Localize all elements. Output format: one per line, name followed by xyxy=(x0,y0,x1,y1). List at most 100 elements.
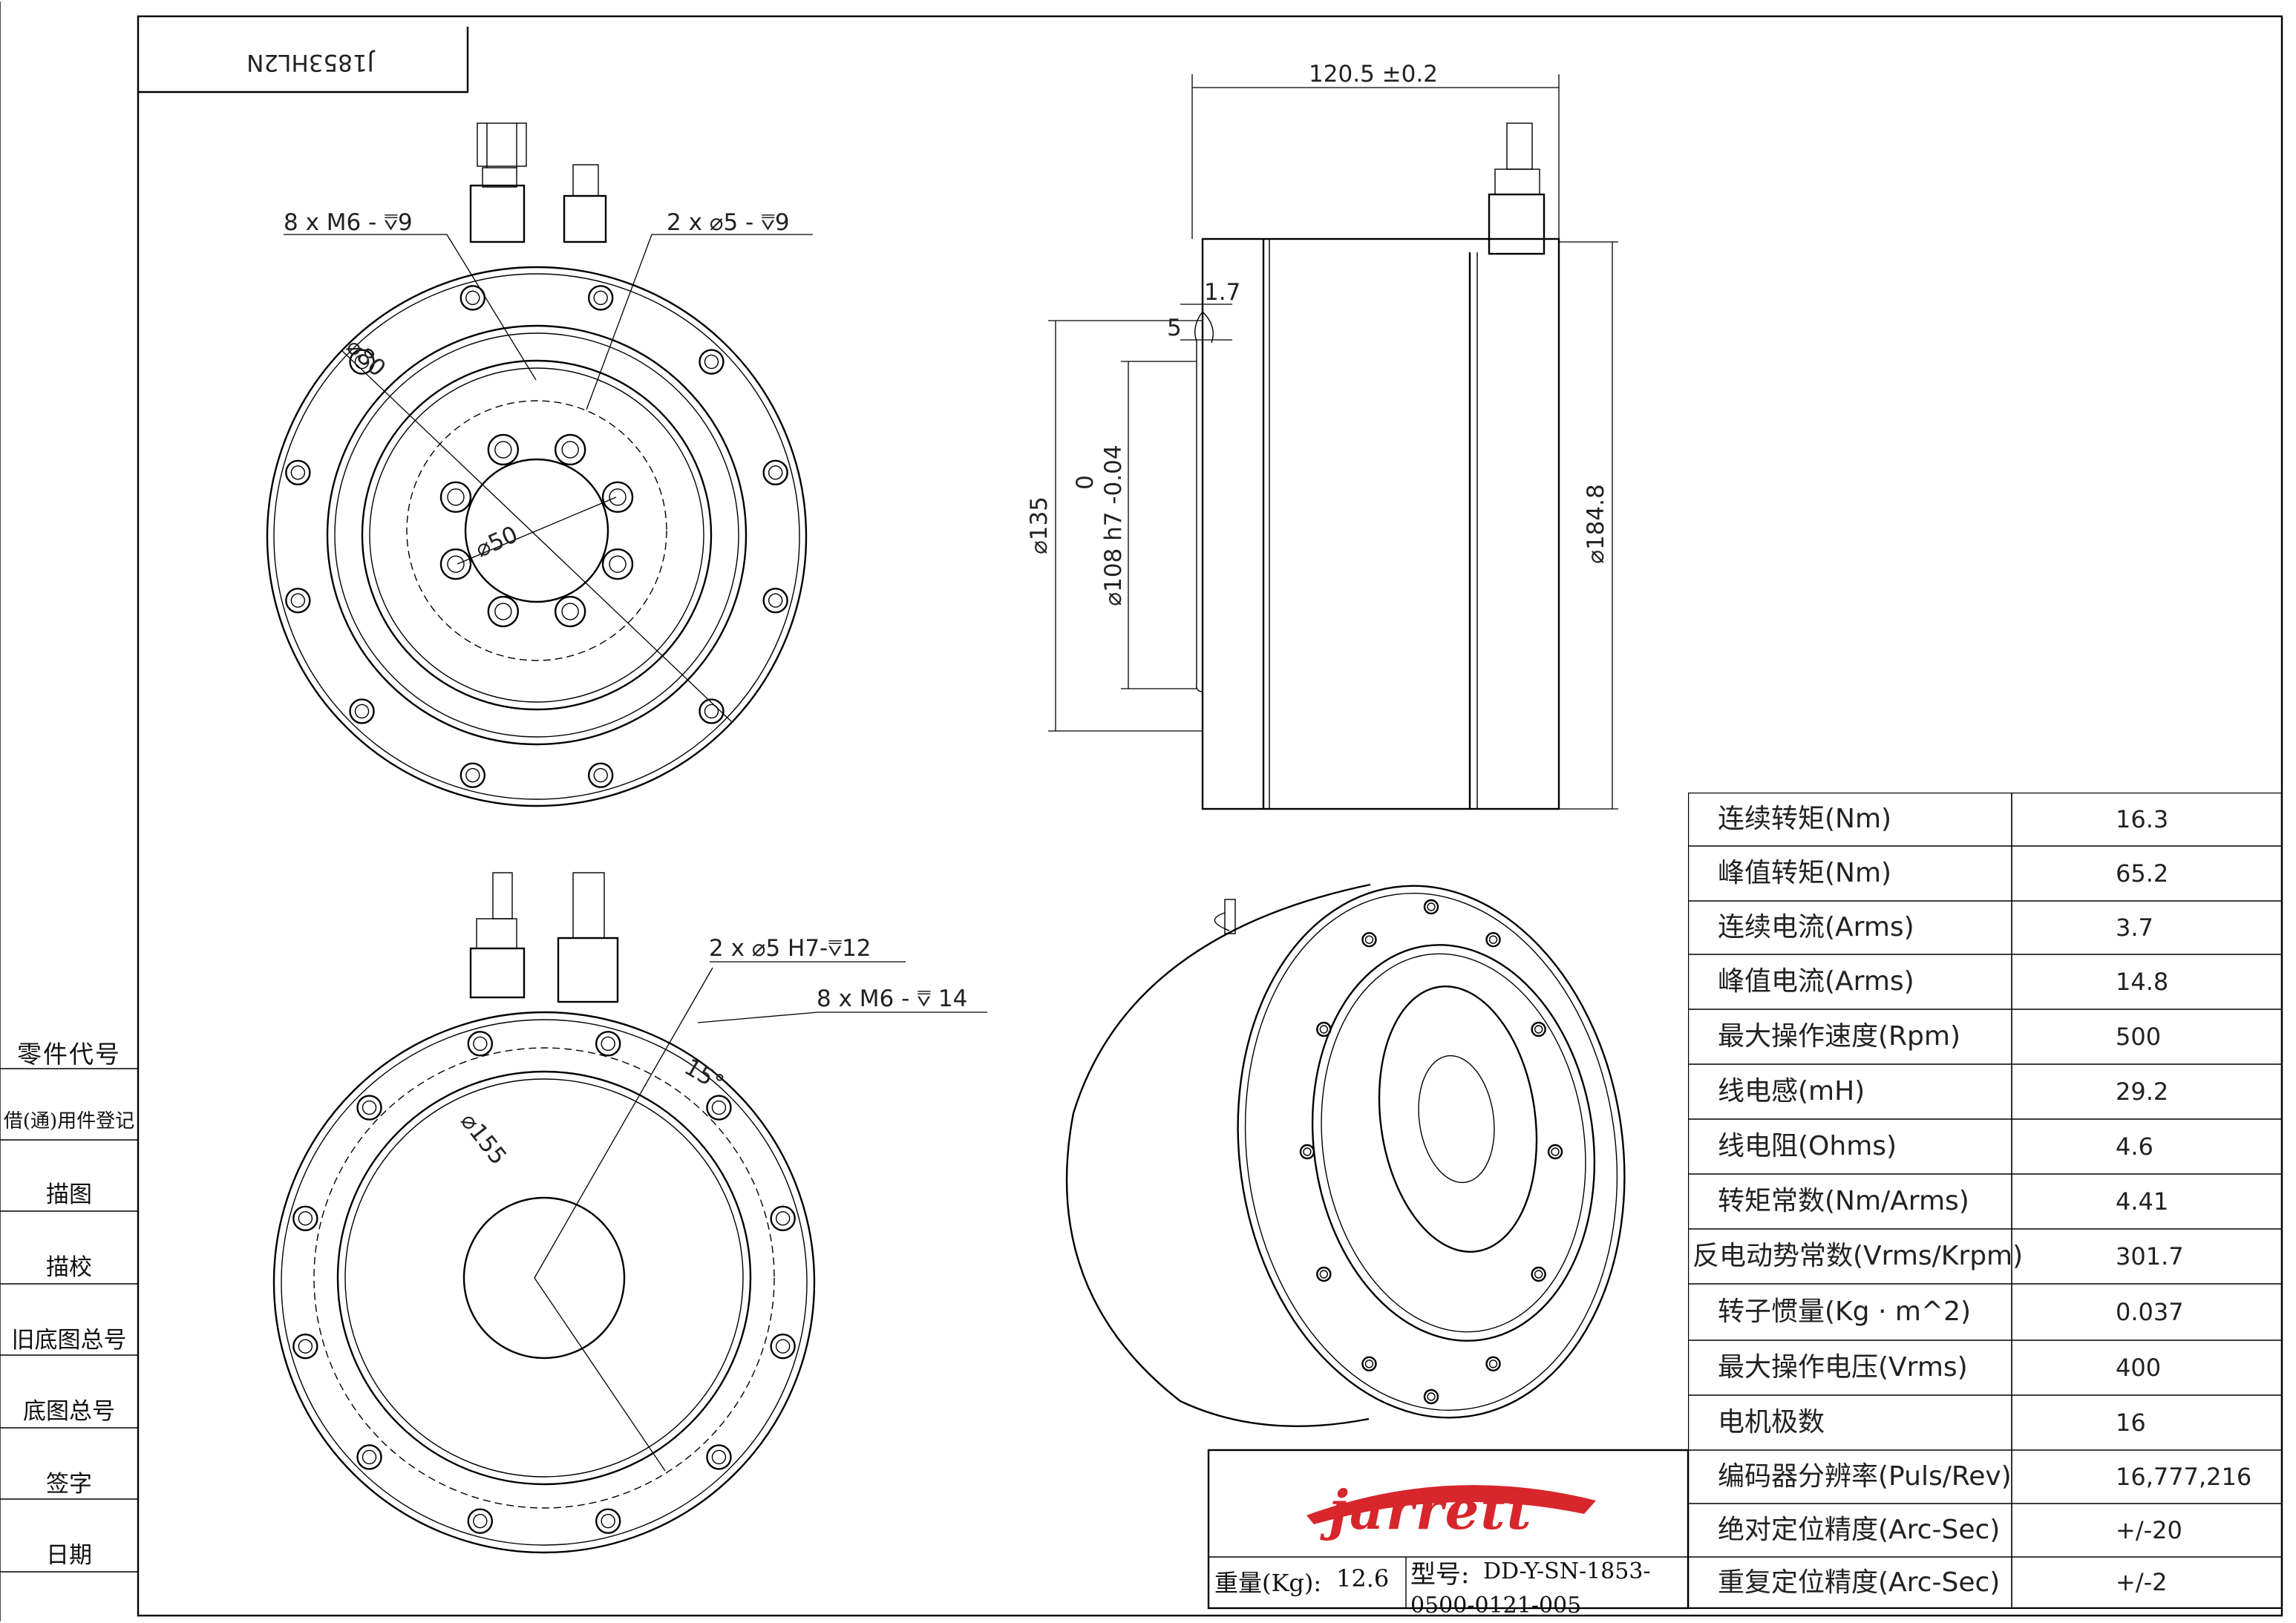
spec-value: 4.41 xyxy=(2116,1187,2169,1216)
bolt-hole xyxy=(595,1031,621,1057)
spec-name: 反电动势常数(Vrms/Krpm) xyxy=(1692,1241,2024,1271)
logo-swoosh xyxy=(1306,1485,1596,1524)
bolt-hole-inner xyxy=(298,1339,313,1354)
bolt-hole-inner xyxy=(561,603,579,620)
bolt-hole xyxy=(1361,1356,1377,1371)
bolt-hole xyxy=(459,285,486,311)
bolt-hole-inner xyxy=(447,555,465,573)
bolt-hole xyxy=(1531,1021,1546,1037)
bolt-hole xyxy=(770,1333,796,1360)
spec-value: 29.2 xyxy=(2116,1078,2169,1106)
bolt-hole xyxy=(770,1205,796,1232)
bolt-hole xyxy=(1485,1356,1501,1371)
bolt-hole xyxy=(601,548,634,580)
bolt-hole xyxy=(1423,899,1439,915)
part-code-box xyxy=(138,27,469,94)
model-label: 型号: xyxy=(1410,1560,1470,1590)
bolt-hole-inner xyxy=(601,1036,615,1052)
dim-d108: ⌀108 h7 -0.04 xyxy=(1100,445,1127,606)
spec-value: 14.8 xyxy=(2116,968,2169,996)
bolt-hole-inner xyxy=(775,1339,791,1354)
bolt-hole xyxy=(487,433,520,466)
spec-value: 0.037 xyxy=(2116,1298,2184,1326)
bolt-hole-inner xyxy=(362,1100,377,1115)
sidebar-old-base-number: 旧底图总号 xyxy=(11,1327,127,1354)
bolt-hole-inner xyxy=(290,593,306,608)
callout-m6-14: 8 x M6 - ⩢ 14 xyxy=(817,986,967,1012)
dim-d50: ⌀50 xyxy=(471,521,522,563)
bolt-hole-inner xyxy=(609,555,627,573)
bolt-hole xyxy=(1316,1266,1332,1282)
dim-1-7: 1.7 xyxy=(1204,279,1240,306)
bolt-hole-inner xyxy=(354,354,370,370)
sidebar-trace-check: 描校 xyxy=(46,1254,92,1281)
sidebar-date: 日期 xyxy=(46,1542,92,1569)
bolt-hole-inner xyxy=(362,1449,377,1465)
logo-text: jarrett xyxy=(1329,1478,1533,1541)
dim-length: 120.5 ±0.2 xyxy=(1309,61,1438,88)
bolt-hole xyxy=(706,1444,732,1470)
bolt-hole-inner xyxy=(447,488,465,506)
sidebar-base-number: 底图总号 xyxy=(23,1398,115,1425)
spec-name: 重复定位精度(Arc-Sec) xyxy=(1718,1567,2001,1598)
bolt-hole-inner xyxy=(704,354,719,370)
isometric-view xyxy=(1065,883,1626,1427)
bolt-hole-inner xyxy=(1427,1392,1436,1401)
spec-name: 峰值电流(Arms) xyxy=(1718,966,1914,997)
bolt-hole xyxy=(1361,932,1377,948)
bolt-hole xyxy=(459,762,486,788)
spec-name: 编码器分辨率(Puls/Rev) xyxy=(1718,1461,2012,1492)
sidebar-signature: 签字 xyxy=(46,1471,92,1498)
bolt-hole xyxy=(292,1205,318,1232)
spec-name: 电机极数 xyxy=(1718,1407,1825,1437)
sidebar-part-code: 零件代号 xyxy=(17,1040,121,1069)
bolt-hole xyxy=(1316,1021,1332,1037)
sidebar-tracing: 描图 xyxy=(46,1181,92,1208)
side-view: 120.5 ±0.2 ⌀135 ⌀108 h7 -0.04 0 ⌀184.8 1… xyxy=(1026,61,1618,810)
bolt-hole-inner xyxy=(1534,1270,1543,1279)
spec-value: 301.7 xyxy=(2116,1242,2184,1270)
bolt-hole-inner xyxy=(768,593,783,608)
spec-value: 3.7 xyxy=(2116,914,2153,942)
bolt-hole-inner xyxy=(1303,1147,1312,1156)
spec-value: 500 xyxy=(2116,1023,2162,1051)
bolt-hole-inner xyxy=(711,1100,727,1115)
spec-name: 连续电流(Arms) xyxy=(1718,912,1914,942)
spec-name: 转子惯量(Kg · m^2) xyxy=(1718,1296,1972,1327)
weight-label: 重量(Kg): xyxy=(1214,1569,1322,1597)
part-code: J1853HL2N xyxy=(246,49,376,76)
bolt-hole-inner xyxy=(1534,1025,1543,1034)
bolt-hole xyxy=(587,285,614,311)
model-value-line1: DD-Y-SN-1853- xyxy=(1483,1558,1651,1584)
bolt-hole xyxy=(285,587,311,614)
bolt-hole-inner xyxy=(473,1513,488,1529)
weight-value: 12.6 xyxy=(1336,1564,1390,1593)
bolt-hole xyxy=(595,1508,621,1534)
spec-value: 16,777,216 xyxy=(2116,1463,2252,1491)
bolt-hole-inner xyxy=(1488,935,1498,944)
bolt-hole-inner xyxy=(711,1449,727,1465)
front-view: 8 x M6 - ⩢9 2 x ⌀5 - ⩢9 ⌀80 ⌀50 xyxy=(266,122,813,807)
spec-value: 400 xyxy=(2116,1354,2162,1382)
spec-name: 线电感(mH) xyxy=(1718,1076,1865,1106)
bolt-hole-inner xyxy=(354,704,370,719)
bolt-hole xyxy=(1299,1144,1315,1160)
bolt-hole-inner xyxy=(494,603,512,620)
dim-d155: ⌀155 xyxy=(455,1108,511,1170)
bolt-hole xyxy=(699,698,725,724)
bolt-hole xyxy=(587,762,614,788)
spec-name: 转矩常数(Nm/Arms) xyxy=(1718,1186,1969,1216)
bolt-hole-inner xyxy=(465,767,480,783)
bolt-hole-inner xyxy=(775,1211,791,1226)
dim-d108-zero: 0 xyxy=(1072,475,1099,490)
callout-d5h7-12: 2 x ⌀5 H7-⩢12 xyxy=(709,935,871,962)
bolt-hole xyxy=(467,1031,494,1057)
dim-d80: ⌀80 xyxy=(341,333,390,382)
spec-table-grid xyxy=(1688,793,2282,1609)
bolt-hole xyxy=(292,1333,318,1360)
logo: jarrett xyxy=(1284,1471,1618,1545)
bolt-hole xyxy=(356,1444,382,1470)
spec-name: 线电阻(Ohms) xyxy=(1718,1131,1897,1161)
